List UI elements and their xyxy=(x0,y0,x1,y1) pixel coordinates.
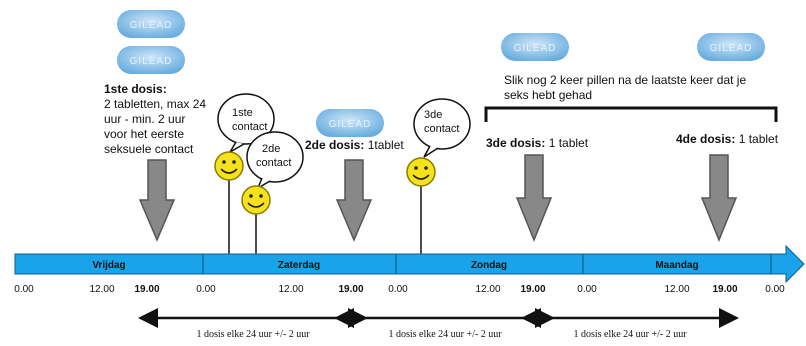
smiley-icon xyxy=(406,157,436,187)
time-label: 12.00 xyxy=(278,284,303,295)
smiley-icon xyxy=(241,185,271,215)
dose1-line: 2 tabletten, max 24 xyxy=(104,97,206,111)
speech-bubble-contact-3: 3de contact xyxy=(413,98,471,158)
svg-text:GILEAD: GILEAD xyxy=(329,119,372,130)
time-label: 19.00 xyxy=(712,284,737,295)
bracket xyxy=(484,106,778,122)
svg-text:contact: contact xyxy=(232,121,267,133)
time-label: 0.00 xyxy=(14,284,34,295)
pill-icon: GILEAD xyxy=(697,33,765,61)
svg-text:2de: 2de xyxy=(262,143,280,155)
dose1-line: uur - min. 2 uur xyxy=(104,112,185,126)
day-label: Vrijdag xyxy=(92,260,125,271)
pill-icon: GILEAD xyxy=(117,46,185,74)
day-label: Maandag xyxy=(655,260,698,271)
down-arrow-icon xyxy=(515,154,553,242)
svg-text:contact: contact xyxy=(256,157,291,169)
dose1-line: voor het eerste xyxy=(104,127,184,141)
timeline-bar xyxy=(14,244,805,284)
time-label: 19.00 xyxy=(520,284,545,295)
dose4-label: 4de dosis: 1 tablet xyxy=(676,132,779,146)
pill-icon: GILEAD xyxy=(117,10,185,38)
day-label: Zaterdag xyxy=(278,260,320,271)
svg-text:GILEAD: GILEAD xyxy=(130,56,173,67)
down-arrow-icon xyxy=(138,159,176,242)
time-label: 12.00 xyxy=(89,284,114,295)
note-line: seks hebt gehad xyxy=(504,88,592,102)
time-label: 12.00 xyxy=(475,284,500,295)
down-arrow-icon xyxy=(335,159,373,242)
interval-label: 1 dosis elke 24 uur +/- 2 uur xyxy=(196,329,310,340)
interval-label: 1 dosis elke 24 uur +/- 2 uur xyxy=(573,329,687,340)
time-label: 19.00 xyxy=(338,284,363,295)
svg-text:GILEAD: GILEAD xyxy=(514,43,557,54)
svg-text:GILEAD: GILEAD xyxy=(130,20,173,31)
day-label: Zondag xyxy=(471,260,507,271)
time-label: 19.00 xyxy=(134,284,159,295)
pill-icon: GILEAD xyxy=(501,33,569,61)
dose2-label: 2de dosis: 1tablet xyxy=(305,138,404,152)
dose3-label: 3de dosis: 1 tablet xyxy=(486,136,589,150)
speech-bubble-contact-1: 1ste contact xyxy=(217,93,275,155)
dose1-line: seksuele contact xyxy=(104,142,194,156)
smiley-icon xyxy=(214,151,244,181)
svg-text:1ste: 1ste xyxy=(232,107,253,119)
interval-label: 1 dosis elke 24 uur +/- 2 uur xyxy=(388,329,502,340)
note-line: Slik nog 2 keer pillen na de laatste kee… xyxy=(504,73,746,87)
svg-text:3de: 3de xyxy=(424,109,442,121)
speech-bubble-contact-2: 2de contact xyxy=(246,131,304,190)
down-arrow-icon xyxy=(700,154,738,242)
dose1-title: 1ste dosis: xyxy=(104,82,167,96)
time-label: 12.00 xyxy=(664,284,689,295)
time-label: 0.00 xyxy=(577,284,597,295)
pill-icon: GILEAD xyxy=(316,109,384,137)
time-label: 0.00 xyxy=(388,284,408,295)
time-label: 0.00 xyxy=(765,284,785,295)
svg-text:contact: contact xyxy=(424,123,459,135)
svg-text:GILEAD: GILEAD xyxy=(710,43,753,54)
time-label: 0.00 xyxy=(196,284,216,295)
